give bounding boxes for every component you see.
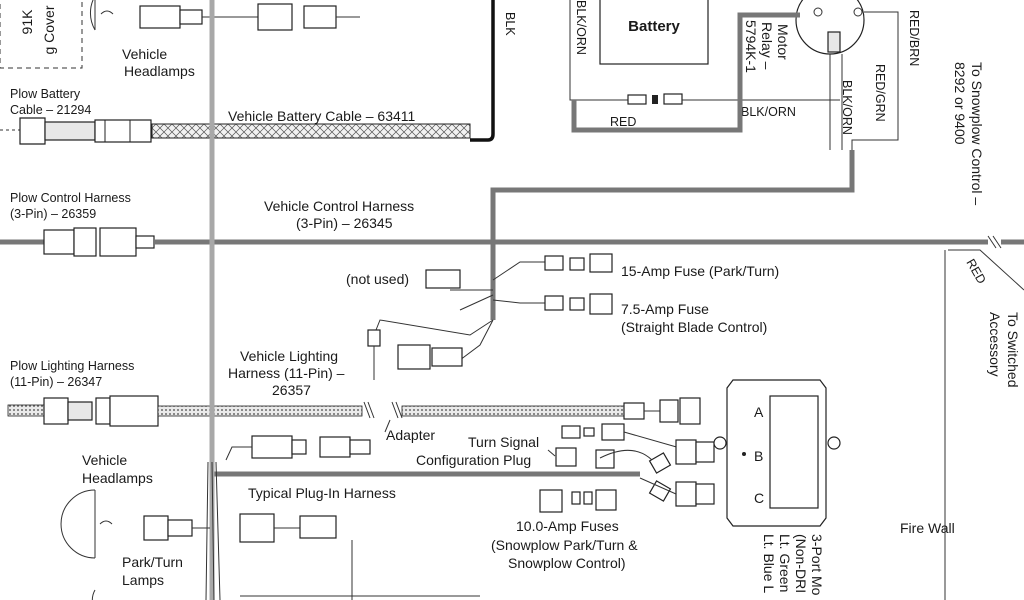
wire-blk-label: BLK (503, 12, 517, 36)
vehicle-lighting-label-2: Harness (11-Pin) – (228, 365, 345, 381)
plow-control-label-2: (3-Pin) – 26359 (10, 207, 96, 221)
motor-relay-label-1: Motor (775, 24, 791, 60)
typical-plugin-label: Typical Plug-In Harness (248, 485, 396, 501)
fire-wall-label: Fire Wall (900, 520, 955, 536)
not-used-connector: (not used) (346, 269, 461, 289)
relay-connector: RED BLK/ORN (610, 93, 840, 129)
vehicle-lighting-connector: Vehicle Lighting Harness (11-Pin) – 2635… (228, 319, 494, 398)
three-port-module: A B C 3-Port Mo (Non-DRI Lt. Green Lt. B… (713, 379, 841, 596)
fuse-7-5-amp: 7.5-Amp Fuse (Straight Blade Control) (492, 293, 767, 335)
module-label-1: 3-Port Mo (809, 534, 825, 596)
fuse-15-amp: 15-Amp Fuse (Park/Turn) (492, 253, 779, 281)
motor-relay: BLK/ORN RED/GRN RED/BRN (571, 0, 921, 155)
to-snowplow-label-1: To Snowplow Control – (969, 62, 985, 205)
plug-cover-label-2: g Cover (41, 5, 57, 54)
port-b-label: B (754, 448, 763, 464)
plow-battery-cable: Plow Battery Cable – 21294 (0, 87, 471, 145)
plow-battery-label-1: Plow Battery (10, 87, 81, 101)
vehicle-control-label-1: Vehicle Control Harness (264, 198, 414, 214)
fuse-75-label-1: 7.5-Amp Fuse (621, 301, 709, 317)
module-connectors (599, 439, 715, 507)
plow-battery-label-2: Cable – 21294 (10, 103, 91, 117)
fuse-15-label: 15-Amp Fuse (Park/Turn) (621, 263, 779, 279)
wire-red-switched-label: RED (963, 257, 988, 287)
fuse-75-label-2: (Straight Blade Control) (621, 319, 767, 335)
plow-control-label-1: Plow Control Harness (10, 191, 131, 205)
park-turn-label-2: Lamps (122, 572, 164, 588)
module-label-2: (Non-DRI (793, 534, 809, 593)
battery-cable-black (470, 0, 495, 142)
battery: Battery BLK/ORN Motor Relay – 5794K-1 (569, 0, 791, 101)
lighting-cable-left (157, 405, 363, 417)
wire-blk-orn-3-label: BLK/ORN (840, 80, 854, 135)
wire-red-relay-label: RED (610, 115, 636, 129)
adapter: Adapter (225, 419, 435, 461)
headlamp-top: Vehicle Headlamps (89, 0, 360, 79)
headlamps-top-label-1: Vehicle (122, 46, 167, 62)
plow-lighting-label-2: (11-Pin) – 26347 (10, 375, 102, 389)
to-switched-label-2: Accessory (987, 312, 1003, 377)
motor-relay-label-3: 5794K-1 (743, 20, 759, 73)
lighting-cable-right (401, 405, 625, 417)
turn-signal-label-2: Configuration Plug (416, 452, 531, 468)
fuses-10-label-1: 10.0-Amp Fuses (516, 518, 619, 534)
vehicle-lighting-label-1: Vehicle Lighting (240, 348, 338, 364)
relay-to-control-wire (490, 150, 855, 240)
wire-blk-orn-1-label: BLK/ORN (574, 0, 588, 55)
battery-label: Battery (628, 18, 680, 35)
to-switched-label-1: To Switched (1005, 312, 1021, 387)
module-label-4: Lt. Blue L (761, 534, 777, 593)
park-turn-label-1: Park/Turn (122, 554, 183, 570)
fuses-10-label-2: (Snowplow Park/Turn & (491, 537, 638, 553)
plow-lighting-label-1: Plow Lighting Harness (10, 359, 134, 373)
fuses-10-amp: 10.0-Amp Fuses (Snowplow Park/Turn & Sno… (491, 489, 638, 571)
adapter-label: Adapter (386, 427, 435, 443)
turn-signal-plug: Turn Signal Configuration Plug (416, 423, 681, 469)
turn-signal-label-1: Turn Signal (468, 434, 539, 450)
plug-cover: 91K g Cover (0, 0, 83, 69)
wire-red-brn-label: RED/BRN (907, 10, 921, 66)
headlamp-bottom: Vehicle Headlamps Park/Turn Lamps (60, 452, 480, 600)
motor-relay-label-2: Relay – (759, 22, 775, 70)
port-a-label: A (754, 404, 764, 420)
module-label-3: Lt. Green (777, 534, 793, 592)
port-c-label: C (754, 490, 764, 506)
headlamps-bottom-label-1: Vehicle (82, 452, 127, 468)
wire-red-grn-label: RED/GRN (873, 64, 887, 122)
fuses-10-label-3: Snowplow Control) (508, 555, 626, 571)
wire-blk-orn-2-label: BLK/ORN (741, 105, 796, 119)
plow-control-harness: Plow Control Harness (3-Pin) – 26359 (0, 191, 155, 257)
vehicle-lighting-label-3: 26357 (272, 382, 311, 398)
plow-lighting-harness: Plow Lighting Harness (11-Pin) – 26347 (7, 359, 159, 427)
headlamps-bottom-label-2: Headlamps (82, 470, 153, 486)
headlamps-top-label-2: Headlamps (124, 63, 195, 79)
vehicle-control-label-2: (3-Pin) – 26345 (296, 215, 393, 231)
not-used-label: (not used) (346, 271, 409, 287)
plug-cover-label-1: 91K (19, 9, 35, 35)
to-snowplow-label-2: 8292 or 9400 (952, 62, 968, 145)
vehicle-battery-cable-label: Vehicle Battery Cable – 63411 (228, 108, 416, 124)
